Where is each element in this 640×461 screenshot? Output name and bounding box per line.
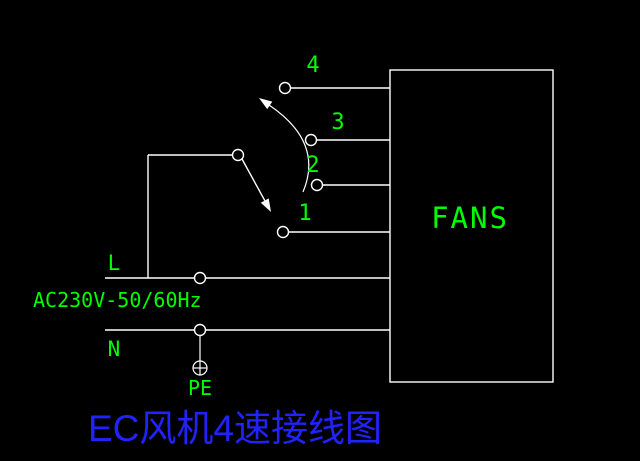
label-speed-2: 2 [306, 153, 319, 178]
diagram-title: EC风机4速接线图 [88, 408, 382, 449]
label-speed-4: 4 [306, 53, 319, 78]
pe-label: PE [188, 376, 212, 400]
fans-box [389, 69, 554, 383]
label-speed-3: 3 [331, 110, 344, 135]
terminal-speed-2 [310, 178, 324, 192]
terminal-speed-4 [278, 81, 292, 95]
supply-voltage-label: AC230V-50/60Hz [33, 288, 202, 312]
switch-arm-arrow-icon [260, 198, 271, 212]
terminal-switch-common [231, 148, 245, 162]
switch-arm [241, 158, 266, 201]
line-label: L [108, 251, 121, 275]
fans-label: FANS [431, 201, 509, 235]
terminal-speed-1 [276, 225, 290, 239]
neutral-label: N [108, 337, 121, 361]
rotation-arc [268, 104, 310, 193]
terminal-speed-3 [304, 133, 318, 147]
terminal-neutral-n [193, 323, 207, 337]
terminal-line-l [193, 271, 207, 285]
pe-ground-icon [192, 360, 208, 376]
label-speed-1: 1 [298, 201, 311, 226]
rotation-arrow-icon [259, 98, 273, 110]
